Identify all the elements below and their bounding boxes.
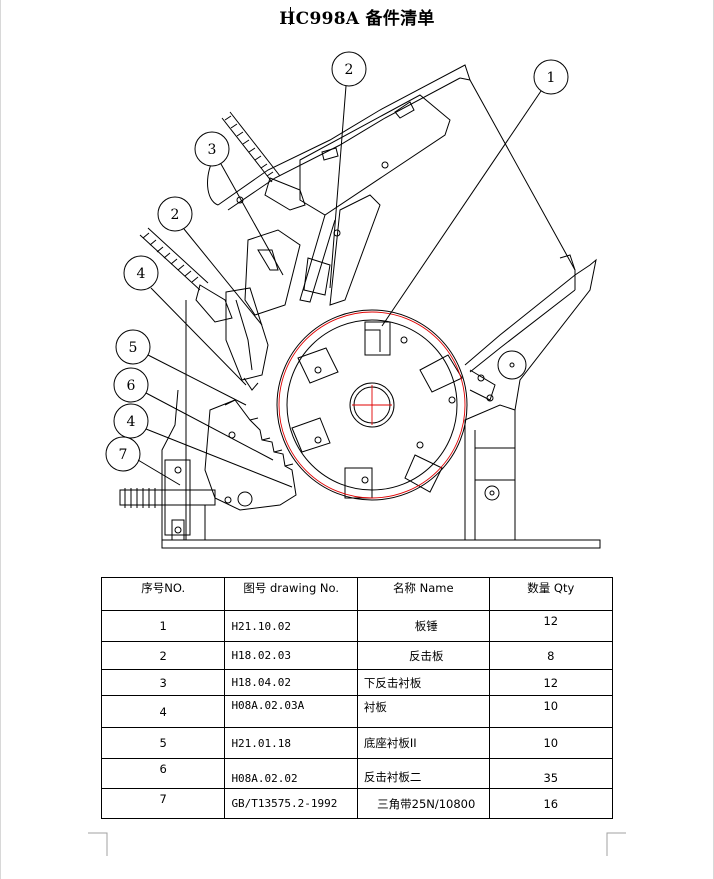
cell-drawing: H08A.02.03A bbox=[224, 695, 358, 728]
callout-label-2-mid: 2 bbox=[171, 207, 180, 223]
parts-list-table: 序号NO. 图号 drawing No. 名称 Name 数量 Qty 1 H2… bbox=[100, 577, 614, 819]
callout-label-4-bottom: 4 bbox=[127, 414, 136, 430]
header-drawing: 图号 drawing No. bbox=[224, 577, 358, 611]
callout-balloon-4-top bbox=[123, 255, 159, 291]
page-edge-left bbox=[0, 0, 1, 879]
document-title: HC998A 备件清单 bbox=[279, 9, 435, 29]
cell-name: 反击板 bbox=[356, 641, 490, 670]
callout-label-7: 7 bbox=[119, 447, 128, 463]
callout-balloon-1 bbox=[533, 59, 569, 95]
cell-qty: 12 bbox=[488, 669, 614, 696]
cell-name: 板锤 bbox=[356, 610, 490, 642]
callout-label-1: 1 bbox=[547, 70, 556, 86]
cell-name: 底座衬板II bbox=[356, 727, 490, 759]
cell-no: 5 bbox=[100, 727, 226, 759]
crop-mark-right bbox=[606, 832, 626, 856]
cell-drawing: H18.02.03 bbox=[224, 641, 358, 670]
cell-drawing: H21.10.02 bbox=[224, 610, 358, 642]
callout-label-4-top: 4 bbox=[137, 266, 146, 282]
cell-qty: 12 bbox=[488, 610, 614, 642]
header-qty: 数量 Qty bbox=[488, 577, 614, 611]
callout-label-3: 3 bbox=[208, 142, 217, 158]
table-row: 7 GB/T13575.2-1992 三角带25N/10800 16 bbox=[100, 788, 614, 819]
table-row: 6 H08A.02.02 反击衬板二 35 bbox=[100, 758, 614, 789]
cell-name: 衬板 bbox=[356, 695, 490, 728]
callout-balloon-4-bottom bbox=[113, 403, 149, 439]
callout-balloon-6 bbox=[113, 367, 149, 403]
cell-drawing: H18.04.02 bbox=[224, 669, 358, 696]
cell-no: 2 bbox=[100, 641, 226, 670]
cell-drawing: GB/T13575.2-1992 bbox=[224, 788, 358, 819]
callout-balloon-3 bbox=[194, 131, 230, 167]
callout-balloon-2-mid bbox=[157, 196, 193, 232]
table-row: 5 H21.01.18 底座衬板II 10 bbox=[100, 727, 614, 759]
cell-drawing: H08A.02.02 bbox=[224, 758, 358, 789]
callout-label-5: 5 bbox=[129, 340, 138, 356]
cell-name: 三角带25N/10800 bbox=[356, 788, 490, 819]
cell-qty: 10 bbox=[488, 695, 614, 728]
cell-qty: 10 bbox=[488, 727, 614, 759]
cell-no: 3 bbox=[100, 669, 226, 696]
callout-label-2-top: 2 bbox=[345, 62, 354, 78]
table-row: 3 H18.04.02 下反击衬板 12 bbox=[100, 669, 614, 696]
cell-no: 1 bbox=[100, 610, 226, 642]
crop-mark-left bbox=[88, 832, 108, 856]
callout-balloon-7 bbox=[105, 436, 141, 472]
cell-qty: 8 bbox=[488, 641, 614, 670]
header-name: 名称 Name bbox=[356, 577, 490, 611]
cell-name: 反击衬板二 bbox=[356, 758, 490, 789]
callout-balloon-2-top bbox=[331, 51, 367, 87]
header-no: 序号NO. bbox=[100, 577, 226, 611]
cell-no: 6 bbox=[100, 758, 226, 789]
callout-balloon-5 bbox=[115, 329, 151, 365]
table-header-row: 序号NO. 图号 drawing No. 名称 Name 数量 Qty bbox=[100, 577, 614, 611]
text-cursor bbox=[290, 7, 291, 25]
cell-no: 4 bbox=[100, 695, 226, 728]
cell-no: 7 bbox=[100, 788, 226, 819]
table-row: 1 H21.10.02 板锤 12 bbox=[100, 610, 614, 642]
callout-label-6: 6 bbox=[127, 378, 136, 394]
table-row: 2 H18.02.03 反击板 8 bbox=[100, 641, 614, 670]
cell-qty: 35 bbox=[488, 758, 614, 789]
table-row: 4 H08A.02.03A 衬板 10 bbox=[100, 695, 614, 728]
cell-qty: 16 bbox=[488, 788, 614, 819]
cell-name: 下反击衬板 bbox=[356, 669, 490, 696]
cell-drawing: H21.01.18 bbox=[224, 727, 358, 759]
